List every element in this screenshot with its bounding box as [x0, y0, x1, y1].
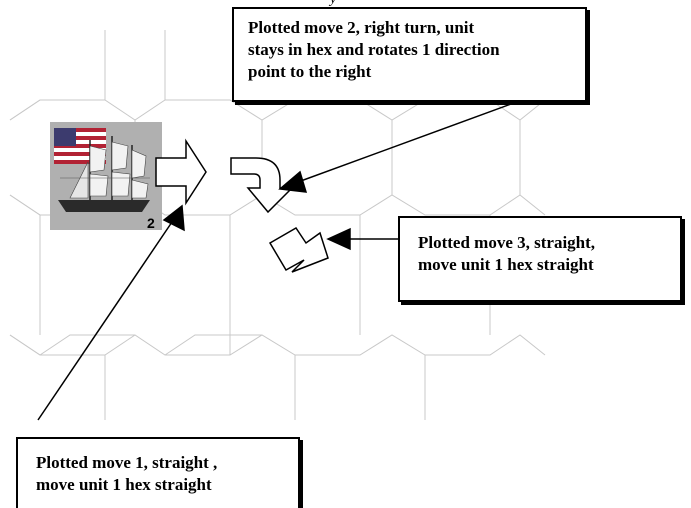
leader-line-move2 [297, 99, 523, 183]
straight-arrow-icon [268, 226, 329, 273]
unit-counter[interactable]: 2 [50, 122, 162, 231]
right-turn-arrow-icon [230, 157, 294, 214]
callout-move-2: Plotted move 2, right turn, unit stays i… [232, 7, 587, 102]
callout-move-1: Plotted move 1, straight , move unit 1 h… [16, 437, 300, 508]
callout-line: Plotted move 2, right turn, unit [248, 18, 475, 37]
callout-line: move unit 1 hex straight [418, 255, 594, 274]
counter-value: 2 [147, 215, 155, 231]
leader-line-move1 [37, 221, 173, 421]
top-glyph: y [330, 0, 336, 8]
callout-line: point to the right [248, 62, 372, 81]
callout-line: stays in hex and rotates 1 direction [248, 40, 500, 59]
callout-line: Plotted move 3, straight, [418, 233, 596, 252]
arrowhead-move2 [278, 170, 308, 193]
callout-line: move unit 1 hex straight [36, 475, 212, 494]
arrowhead-move1 [162, 204, 185, 232]
straight-arrow-icon [155, 138, 207, 206]
sailing-ship-icon [58, 136, 150, 212]
arrowhead-move3 [326, 227, 351, 251]
callout-line: Plotted move 1, straight , [36, 453, 218, 472]
callout-move-3: Plotted move 3, straight, move unit 1 he… [398, 216, 682, 302]
leader-arrows [37, 99, 523, 421]
